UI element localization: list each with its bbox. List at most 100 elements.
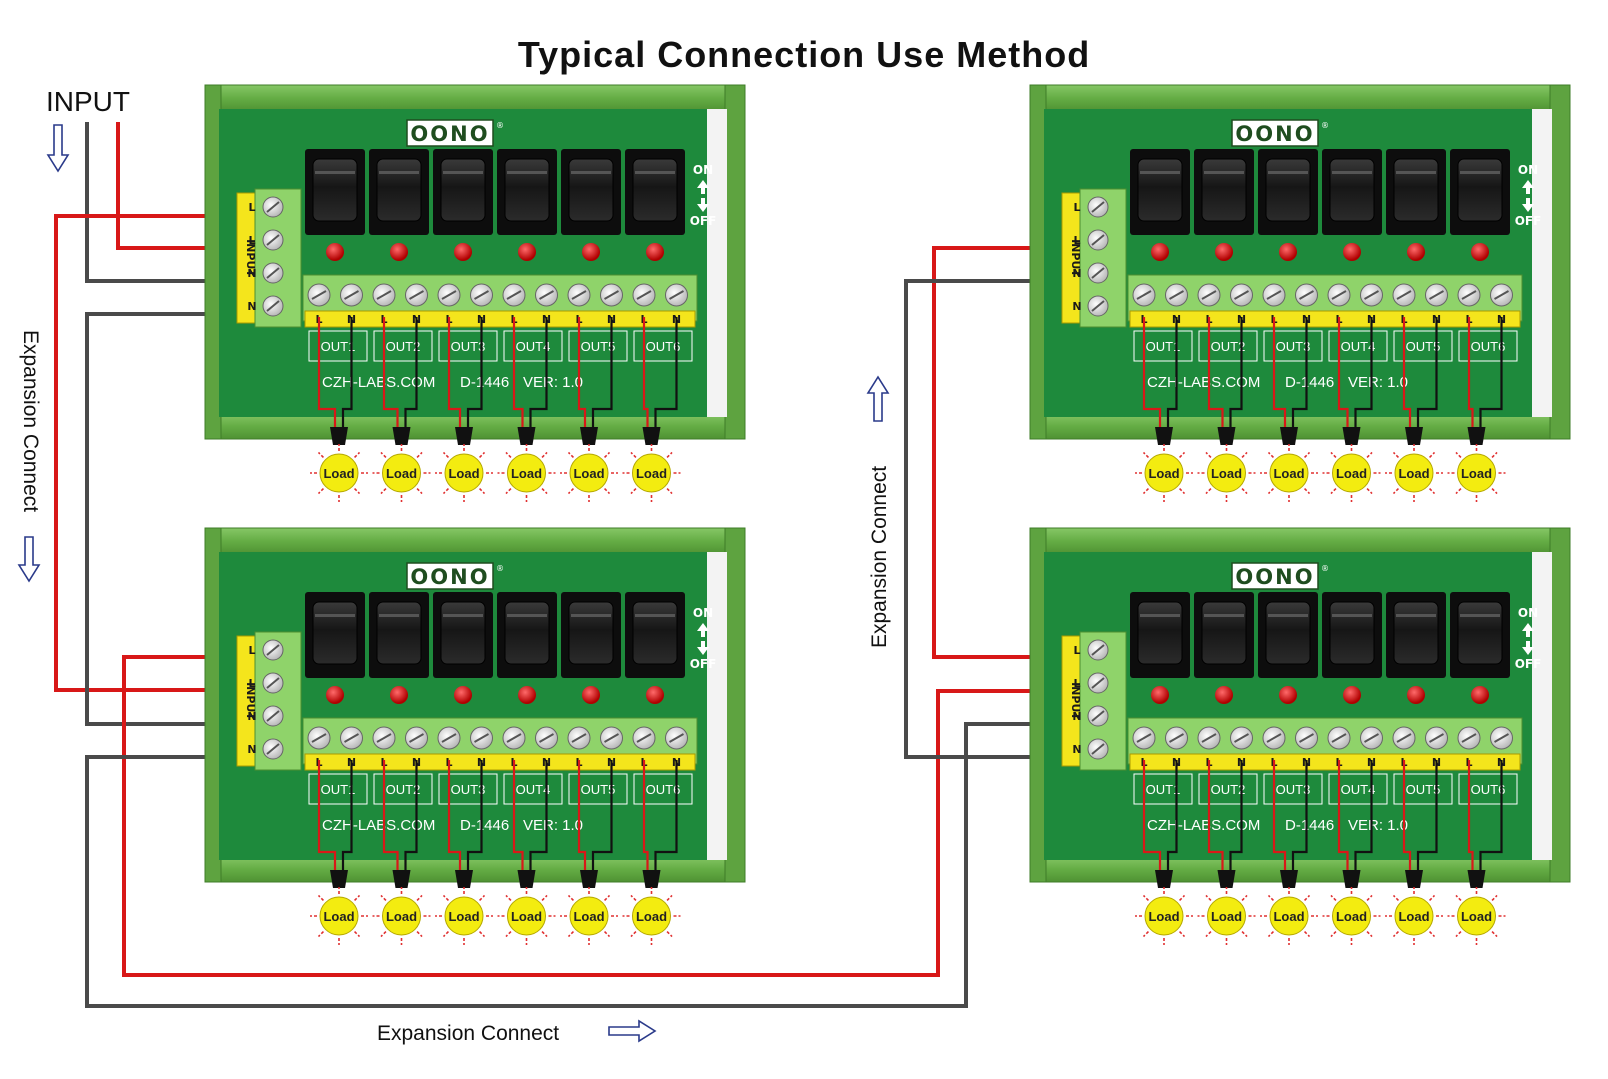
switch-rocker[interactable] [1457, 158, 1503, 222]
switch-rocker[interactable] [1329, 601, 1375, 665]
switch-rocker[interactable] [1457, 601, 1503, 665]
rocker-switch-6[interactable] [1450, 149, 1510, 235]
bulb-ray [567, 451, 575, 459]
switch-highlight [1396, 614, 1436, 617]
switch-on-label: ON [693, 606, 713, 620]
rocker-switch-6[interactable] [1450, 592, 1510, 678]
screw-slot [506, 733, 522, 743]
switch-rocker[interactable] [1393, 601, 1439, 665]
light-bulb-icon [1269, 896, 1309, 936]
bulb-ray [1241, 487, 1248, 495]
switch-rocker[interactable] [504, 158, 550, 222]
rocker-switch-5[interactable] [1386, 592, 1446, 678]
output-label-6: OUT6 [646, 339, 681, 354]
rocker-switch-6[interactable] [625, 149, 685, 235]
output-silk-box [503, 330, 563, 362]
rocker-switch-1[interactable] [305, 592, 365, 678]
switch-rocker[interactable] [1265, 601, 1311, 665]
switch-rocker[interactable] [1329, 158, 1375, 222]
rocker-switch-1[interactable] [1130, 592, 1190, 678]
indicator-led-6 [646, 686, 664, 704]
switch-rocker[interactable] [632, 158, 678, 222]
bulb-ray [1392, 487, 1400, 495]
bulb-ray [541, 487, 548, 495]
load-live-wire [512, 760, 524, 872]
output-silk-box [1328, 773, 1388, 805]
rocker-switch-1[interactable] [305, 149, 365, 235]
screw-slot [441, 733, 457, 743]
rocker-switch-4[interactable] [1322, 149, 1382, 235]
rocker-switch-4[interactable] [497, 592, 557, 678]
light-bulb-icon [569, 453, 609, 493]
switch-rocker[interactable] [376, 601, 422, 665]
switch-rocker[interactable] [632, 601, 678, 665]
left-rail [204, 527, 222, 883]
screw-slot [539, 290, 554, 300]
expansion-neutral-wire-right [904, 279, 1084, 759]
arrow-down-icon [1522, 641, 1534, 655]
output-label-strip [1129, 753, 1521, 771]
output-label-strip [304, 753, 696, 771]
rocker-switch-5[interactable] [561, 592, 621, 678]
pcb-model: D-1446 [1285, 374, 1334, 391]
rocker-switch-3[interactable] [433, 592, 493, 678]
bulb-ray [1455, 930, 1462, 938]
rocker-switch-4[interactable] [1322, 592, 1382, 678]
bulb-ray [567, 487, 575, 495]
top-rail [1029, 527, 1571, 555]
switch-rocker[interactable] [568, 158, 614, 222]
bulb-ray [478, 451, 486, 459]
switch-rocker[interactable] [440, 158, 486, 222]
switch-rocker[interactable] [1137, 601, 1183, 665]
switch-highlight [1396, 171, 1436, 174]
rocker-switch-2[interactable] [1194, 592, 1254, 678]
light-bulb-icon [1144, 453, 1184, 493]
switch-rocker[interactable] [504, 601, 550, 665]
rocker-switch-5[interactable] [561, 149, 621, 235]
switch-rocker[interactable] [312, 601, 358, 665]
bulb-ray [666, 451, 673, 459]
brand-logo: OONO® [406, 119, 504, 147]
switch-rocker[interactable] [1137, 158, 1183, 222]
load-2: Load [372, 760, 431, 945]
screw-slot [1331, 290, 1347, 300]
switch-rocker[interactable] [568, 601, 614, 665]
bulb-ray [1428, 930, 1436, 938]
rocker-switch-2[interactable] [369, 592, 429, 678]
expansion-right-arrow-icon [608, 1019, 657, 1043]
screw-slot [1396, 290, 1412, 300]
switch-rocker[interactable] [1265, 158, 1311, 222]
switch-rocker[interactable] [1201, 158, 1247, 222]
load-live-wire [1402, 317, 1412, 429]
bulb-ray [1366, 930, 1373, 938]
rocker-switch-2[interactable] [1194, 149, 1254, 235]
switch-rocker[interactable] [376, 158, 422, 222]
screw-slot [266, 234, 280, 246]
brand-logo-box [406, 119, 494, 147]
rocker-switch-3[interactable] [1258, 149, 1318, 235]
expansion-neutral-wire-left [85, 312, 258, 726]
load-live-wire [577, 317, 587, 429]
switch-rocker[interactable] [1201, 601, 1247, 665]
bulb-ray [478, 487, 486, 495]
rocker-switch-1[interactable] [1130, 149, 1190, 235]
bulb-ray [1366, 894, 1373, 902]
switch-highlight [1332, 171, 1372, 174]
left-rail [1029, 527, 1047, 883]
bulb-ray [1303, 930, 1311, 938]
switch-rocker[interactable] [312, 158, 358, 222]
arrow-down-icon [697, 641, 709, 655]
switch-rocker[interactable] [440, 601, 486, 665]
rocker-switch-4[interactable] [497, 149, 557, 235]
rocker-switch-3[interactable] [433, 149, 493, 235]
input-pin-label: L [1073, 201, 1080, 214]
rocker-switch-5[interactable] [1386, 149, 1446, 235]
rocker-switch-3[interactable] [1258, 592, 1318, 678]
screw-slot [604, 733, 619, 743]
rocker-switch-6[interactable] [625, 592, 685, 678]
rocker-switch-2[interactable] [369, 149, 429, 235]
switch-rocker[interactable] [1393, 158, 1439, 222]
